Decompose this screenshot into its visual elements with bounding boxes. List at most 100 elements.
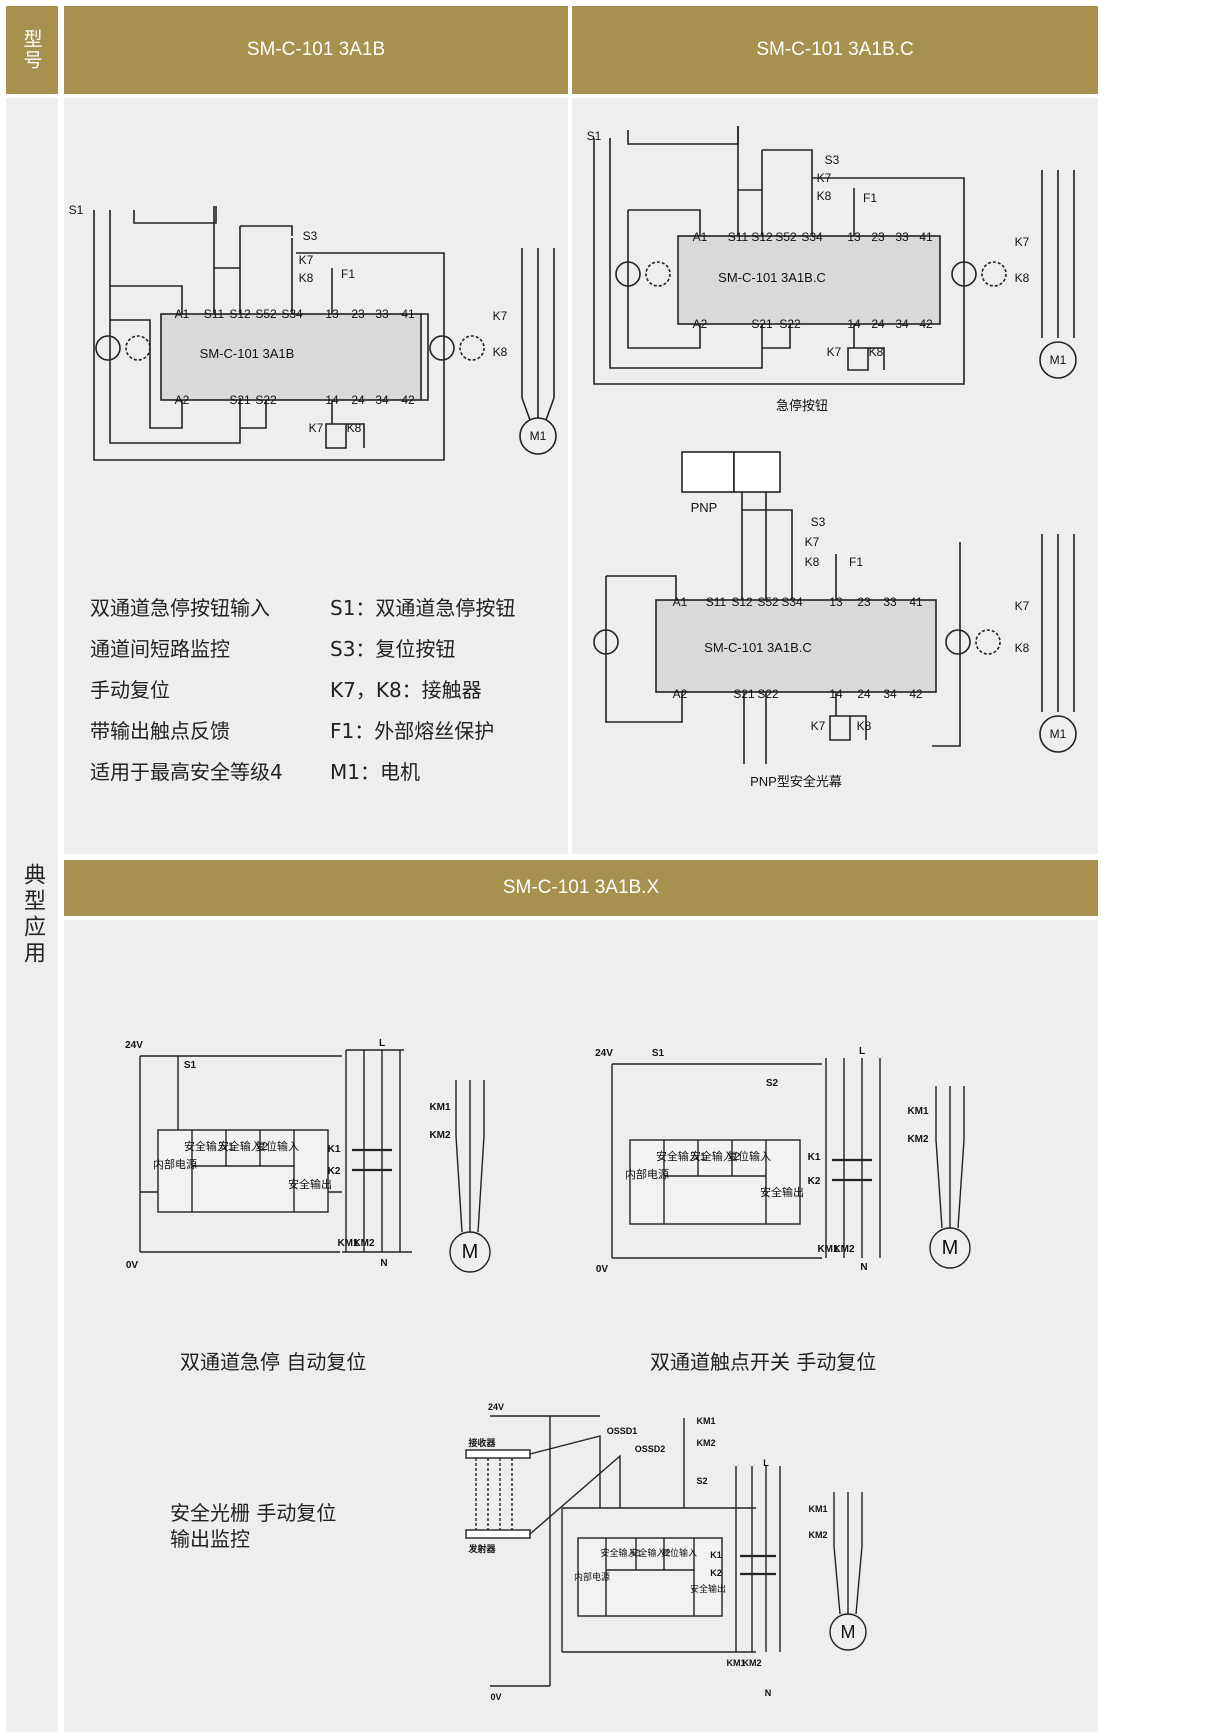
wiring-diagram-3a1b-c-pnp: PNP SM-C-101 3A1B.C PNP型安全光幕 A1 S11 S12 … (593, 451, 1077, 789)
label-K8-coil: K8 (347, 421, 362, 435)
label-K7-coil: K7 (309, 421, 324, 435)
terminal-S34: S34 (281, 307, 303, 321)
label-k1: K1 (808, 1152, 821, 1163)
label-K8-coil: K8 (857, 719, 872, 733)
terminal-42: 42 (401, 393, 415, 407)
block-in1: 安全输入1 (184, 1139, 234, 1153)
terminal-24: 24 (857, 687, 871, 701)
terminal-S52: S52 (775, 230, 797, 244)
label-k1: K1 (328, 1144, 341, 1155)
terminal-33: 33 (883, 595, 897, 609)
label-s1: S1 (652, 1048, 665, 1059)
terminal-34: 34 (375, 393, 389, 407)
label-S3: S3 (303, 229, 318, 243)
device-name: SM-C-101 3A1B (200, 346, 295, 361)
terminal-33: 33 (895, 230, 909, 244)
terminal-24: 24 (871, 317, 885, 331)
label-K7: K7 (817, 171, 832, 185)
col2-title: SM-C-101 3A1B.C (756, 39, 914, 60)
block-reset: 复位输入 (661, 1547, 697, 1558)
label-km1: KM1 (696, 1416, 715, 1426)
label-K8: K8 (299, 271, 314, 285)
terminal-A1: A1 (175, 307, 190, 321)
device-label-group: SM-C-101 3A1B (200, 346, 295, 361)
terminal-S34: S34 (781, 595, 803, 609)
terminal-A2: A2 (175, 393, 190, 407)
label-N: N (380, 1258, 387, 1269)
model-header-cell: 型号 (6, 6, 58, 94)
label-km1-contact: KM1 (429, 1102, 451, 1113)
section-title: SM-C-101 3A1B.X (502, 877, 660, 898)
label-K8-contact: K8 (1015, 641, 1030, 655)
feature-item: 双通道急停按钮输入 (90, 596, 270, 620)
label-s2: S2 (766, 1078, 779, 1089)
terminal-S11: S11 (728, 230, 749, 244)
label-motor: M (462, 1241, 479, 1263)
label-k1: K1 (710, 1550, 722, 1560)
label-km1-coil: KM1 (726, 1658, 745, 1668)
wiring-diagram-x-estop: 24V 0V L N S1 KM1 KM2 KM1 KM2 M K1 K2 内部… (125, 1038, 491, 1273)
panel-3a1b (64, 98, 568, 854)
label-K8: K8 (817, 189, 832, 203)
label-S3: S3 (825, 153, 840, 167)
block-in1: 安全输入1 (600, 1547, 641, 1558)
label-km2: KM2 (696, 1438, 715, 1448)
label-24v: 24V (125, 1040, 143, 1051)
legend-item: K7，K8：接触器 (330, 678, 482, 702)
label-K7: K7 (805, 535, 820, 549)
terminal-S34: S34 (801, 230, 823, 244)
feature-item: 通道间短路监控 (90, 637, 230, 661)
label-S3: S3 (811, 515, 826, 529)
sensor-label: PNP (691, 500, 718, 515)
label-S1: S1 (587, 129, 602, 143)
terminal-S22: S22 (757, 687, 779, 701)
label-s2: S2 (696, 1476, 707, 1486)
block-in2: 安全输入2 (690, 1149, 740, 1163)
terminal-S12: S12 (731, 595, 753, 609)
terminal-14: 14 (847, 317, 861, 331)
terminal-33: 33 (375, 307, 389, 321)
terminal-34: 34 (895, 317, 909, 331)
terminal-13: 13 (325, 307, 339, 321)
label-motor: M (942, 1237, 959, 1259)
label-K8-coil: K8 (869, 345, 884, 359)
label-F1: F1 (341, 267, 355, 281)
terminal-41: 41 (401, 307, 415, 321)
wiring-diagram-x-curtain: 24V 0V 接收器 发射器 OSSD1 OSSD2 KM1 KM2 S2 L … (465, 1402, 867, 1702)
label-motor: M (841, 1622, 856, 1642)
side-label: 典型应用 (20, 863, 45, 967)
label-K7-coil: K7 (827, 345, 842, 359)
terminal-41: 41 (909, 595, 923, 609)
feature-item: 带输出触点反馈 (90, 719, 230, 743)
pnp-emitter-icon (681, 451, 735, 493)
label-K7-contact: K7 (1015, 599, 1030, 613)
terminal-13: 13 (829, 595, 843, 609)
label-km1: KM1 (817, 1244, 839, 1255)
label-N: N (860, 1262, 867, 1273)
legend-item: S3：复位按钮 (330, 637, 456, 661)
label-24v: 24V (595, 1048, 613, 1059)
model-label: 型号 (20, 29, 43, 71)
label-km2: KM2 (353, 1238, 375, 1249)
block-out: 安全输出 (288, 1177, 332, 1191)
terminal-S12: S12 (751, 230, 773, 244)
block-in2: 安全输入2 (218, 1139, 268, 1153)
label-K7-contact: K7 (1015, 235, 1030, 249)
block-power: 内部电源 (625, 1167, 669, 1181)
wiring-diagram-3a1b-c-estop: SM-C-101 3A1B.C 急停按钮 A1 S11 S12 S52 S34 … (587, 126, 1077, 413)
caption-x3-line2: 输出监控 (170, 1527, 250, 1551)
label-K7-coil: K7 (811, 719, 826, 733)
legend-item: M1：电机 (330, 760, 420, 784)
block-power: 内部电源 (574, 1571, 610, 1582)
label-K7-contact: K7 (493, 309, 508, 323)
label-K8: K8 (805, 555, 820, 569)
diagram-caption: PNP型安全光幕 (750, 774, 842, 789)
label-L: L (379, 1038, 385, 1049)
terminal-S12: S12 (229, 307, 251, 321)
caption-x1: 双通道急停 自动复位 (180, 1350, 367, 1374)
terminal-S11: S11 (204, 307, 225, 321)
feature-list: 双通道急停按钮输入 通道间短路监控 手动复位 带输出触点反馈 适用于最高安全等级… (90, 588, 283, 793)
terminal-S21: S21 (751, 317, 773, 331)
feature-item: 手动复位 (90, 678, 170, 702)
terminal-13: 13 (847, 230, 861, 244)
